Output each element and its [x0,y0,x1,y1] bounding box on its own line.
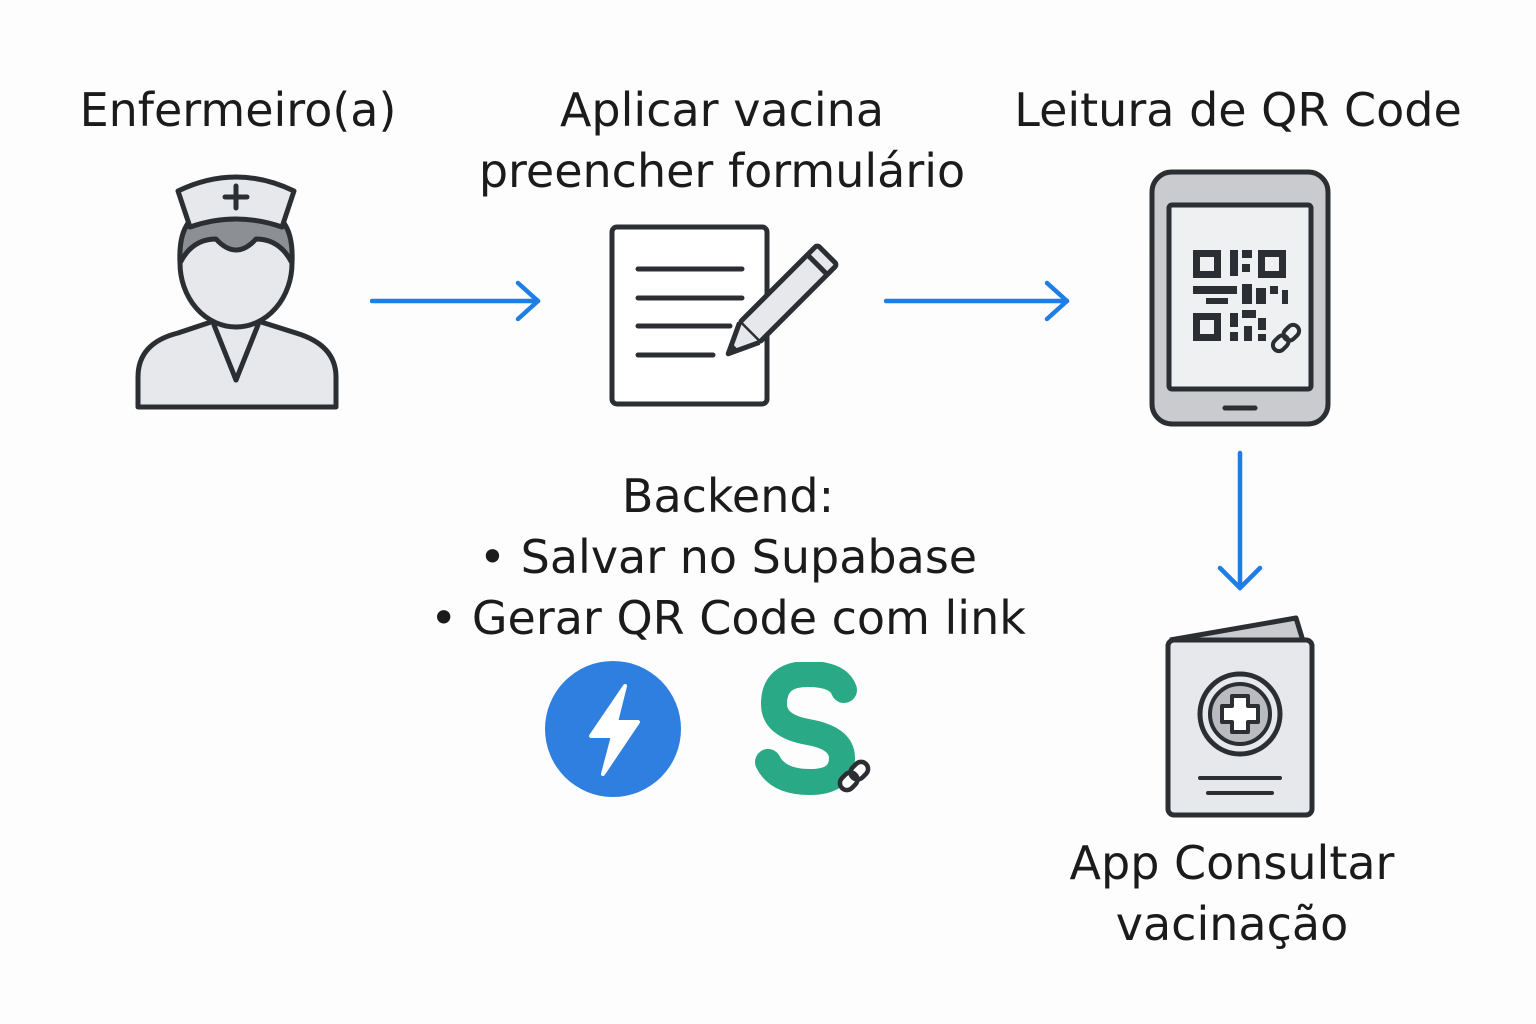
vaccination-card-icon [1165,615,1315,818]
form-step-label-line1: Aplicar vacina [559,83,885,137]
qr-step-label: Leitura de QR Code [1014,83,1462,137]
app-step-label-line1: App Consultar [1069,836,1395,890]
lightning-logo-icon [545,661,681,797]
form-pencil-icon [609,224,839,407]
arrow-down [1217,450,1263,591]
form-step-label-line2: preencher formulário [478,144,966,198]
app-step-label: App Consultar vacinação [1070,833,1395,955]
backend-block: Backend: • Salvar no Supabase • Gerar QR… [430,466,1026,649]
backend-item: • Salvar no Supabase [478,530,978,584]
form-step-label: Aplicar vacina preencher formulário [479,80,965,202]
link-icon [837,759,871,793]
backend-item: • Gerar QR Code com link [430,591,1026,645]
nurse-label: Enfermeiro(a) [79,83,397,137]
arrow-right-1 [370,280,541,322]
app-step-label-line2: vacinação [1115,897,1349,951]
tablet-qr-icon [1149,169,1331,427]
backend-title: Backend: [621,469,835,523]
arrow-right-2 [884,280,1070,322]
supabase-s-logo-icon [755,662,871,796]
nurse-icon [135,174,339,410]
